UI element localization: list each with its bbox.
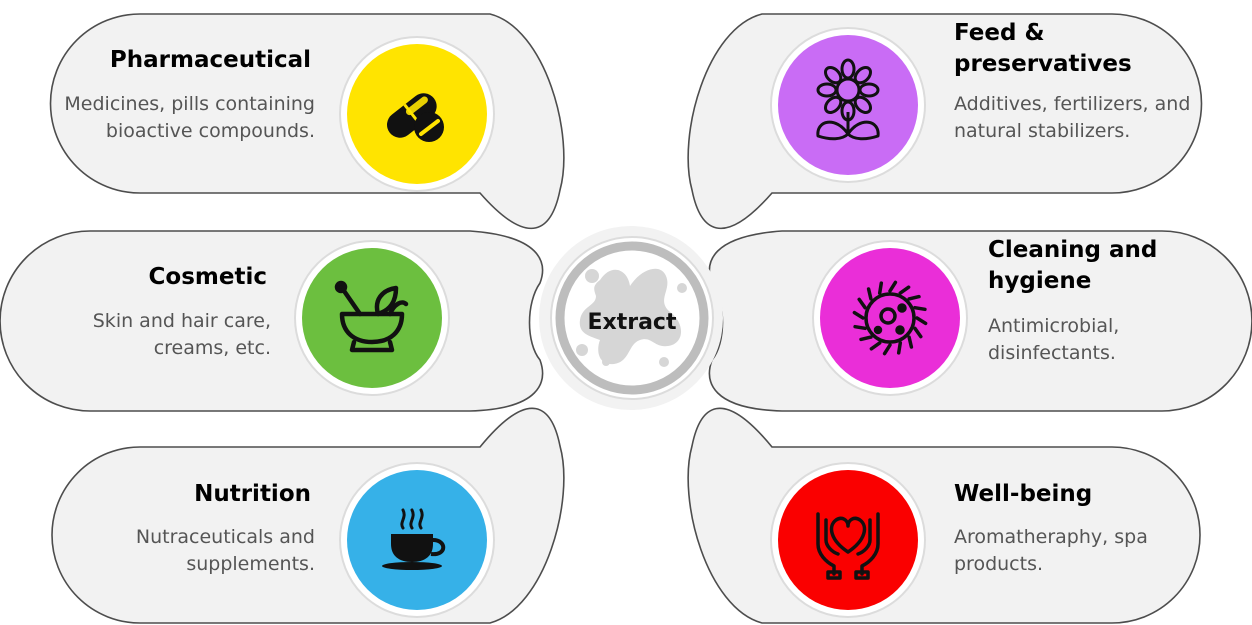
circle-feed (770, 27, 926, 183)
title-cleaning: Cleaning and hygiene (988, 237, 1158, 294)
title-wellbeing: Well-being (954, 481, 1093, 507)
microbe-spike (907, 294, 921, 301)
microbe-spike (915, 316, 928, 326)
microbe-spike (907, 335, 914, 349)
microbe-spike (869, 341, 882, 351)
microbe-spike (898, 285, 911, 295)
microbe-spike (852, 310, 865, 320)
splash-icon (576, 268, 687, 367)
microbe-spike (859, 335, 873, 342)
pills-icon (387, 93, 444, 142)
microbe-spike (896, 341, 903, 355)
microbe-spike (877, 281, 884, 295)
title-feed: Feed & preservatives (954, 20, 1132, 77)
center-hub (550, 236, 714, 400)
mortar-pestle-icon (334, 280, 409, 353)
desc-cleaning: Antimicrobial, disinfectants. (988, 315, 1120, 364)
title-pharmaceutical: Pharmaceutical (109, 47, 311, 73)
microbe-icon (852, 280, 928, 356)
microbe-spike (853, 324, 867, 331)
desc-feed: Additives, fertilizers, and natural stab… (954, 93, 1191, 142)
heart-hands-icon (816, 512, 880, 580)
coffee-cup-icon (382, 508, 446, 570)
circle-cosmetic (294, 240, 450, 396)
center-label: Extract (587, 310, 677, 335)
circle-wellbeing (770, 462, 926, 618)
microbe-spike (888, 280, 898, 293)
title-cosmetic: Cosmetic (148, 264, 267, 290)
microbe-spike (857, 297, 867, 310)
title-nutrition: Nutrition (194, 481, 311, 507)
microbe-spike (913, 326, 923, 339)
desc-pharmaceutical: Medicines, pills containing bioactive co… (64, 93, 315, 142)
desc-nutrition: Nutraceuticals and supplements. (135, 526, 315, 575)
desc-wellbeing: Aromatheraphy, spa products. (954, 526, 1148, 575)
microbe-spike (866, 287, 873, 301)
microbe-spike (882, 343, 892, 356)
circle-cleaning (812, 240, 968, 396)
sunflower-icon (816, 58, 880, 141)
microbe-spike (913, 305, 927, 312)
desc-cosmetic: Skin and hair care, creams, etc. (92, 310, 271, 359)
